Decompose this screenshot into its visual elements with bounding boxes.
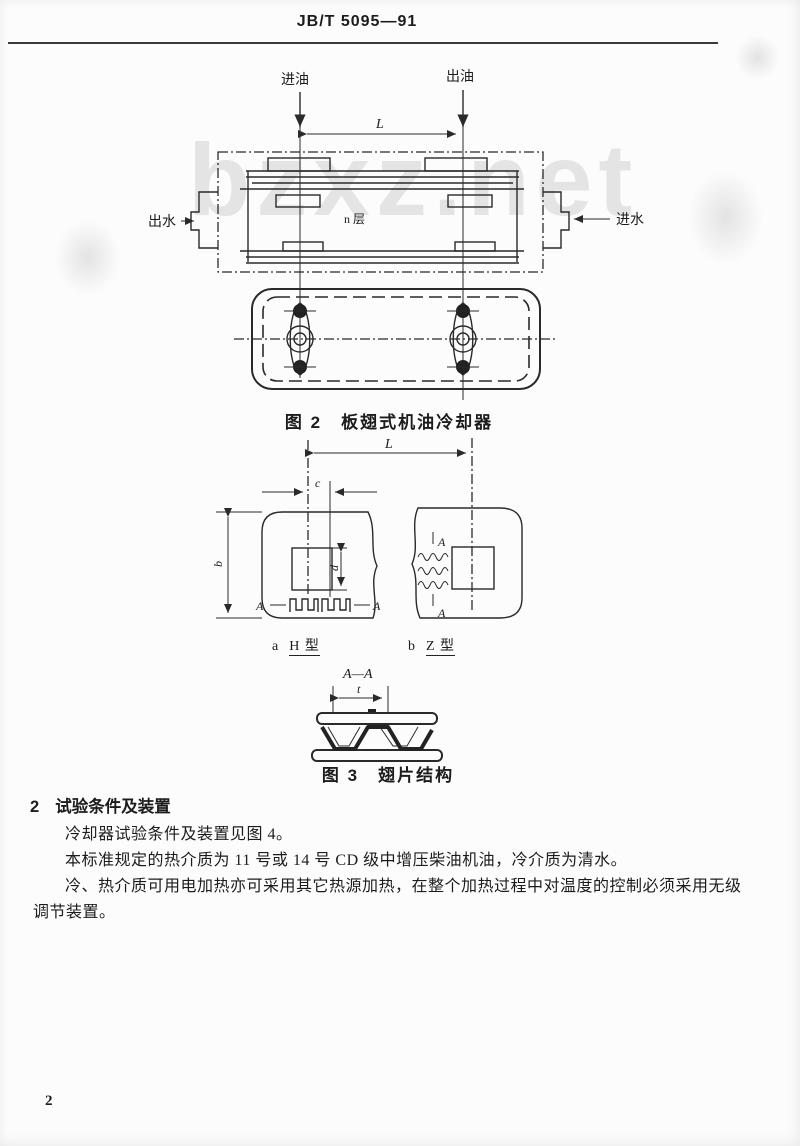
paragraph: 冷却器试验条件及装置见图 4。 bbox=[65, 826, 293, 843]
scan-smudge bbox=[735, 35, 780, 80]
flange-right bbox=[452, 302, 474, 376]
z-type-port-pad bbox=[451, 546, 495, 590]
h-type-port-pad bbox=[291, 547, 333, 591]
z-type-letter: b bbox=[408, 639, 416, 654]
port-hole bbox=[286, 325, 314, 353]
z-type-body bbox=[411, 507, 523, 619]
mount-foot bbox=[447, 194, 493, 208]
fig2-side-view: 进油 出油 L 出水 进水 n 层 bbox=[148, 69, 644, 400]
fin-wave bbox=[417, 567, 449, 575]
port-hole-inner bbox=[293, 332, 307, 346]
fin-symbol bbox=[321, 598, 351, 612]
water-inlet-port bbox=[543, 191, 570, 249]
section-number: 2 bbox=[30, 798, 40, 816]
section-mark-A: A bbox=[255, 599, 264, 613]
body-text: 冷却器试验条件及装置见图 4。 本标准规定的热介质为 11 号或 14 号 CD… bbox=[33, 822, 749, 926]
figure3-caption: 图 3 翅片结构 bbox=[321, 766, 455, 785]
paragraph: 本标准规定的热介质为 11 号或 14 号 CD 级中增压柴油机油，冷介质为清水… bbox=[65, 852, 628, 869]
bottom-plate bbox=[311, 749, 443, 762]
watermark-text: bzxz.net bbox=[188, 123, 639, 237]
port-hole-inner bbox=[456, 332, 470, 346]
mount-foot bbox=[454, 241, 496, 252]
water-inlet-label: 进水 bbox=[616, 212, 644, 228]
cooler-casing bbox=[217, 151, 544, 273]
dim-label-d: d bbox=[327, 564, 341, 571]
dim-label-L: L bbox=[384, 437, 393, 452]
section-AA-label: A—A bbox=[342, 667, 373, 682]
dim-label-c: c bbox=[315, 476, 321, 490]
dim-label-L: L bbox=[375, 117, 384, 132]
top-tab bbox=[424, 157, 488, 172]
h-type-body bbox=[261, 511, 378, 619]
water-outlet-port bbox=[190, 191, 218, 249]
fig2-top-view bbox=[234, 288, 557, 390]
section-mark-A: A bbox=[437, 535, 446, 549]
dim-label-b: b bbox=[211, 561, 225, 567]
h-type-name: H 型 bbox=[289, 639, 320, 656]
mount-foot bbox=[275, 194, 321, 208]
mount-foot bbox=[282, 241, 324, 252]
top-plate bbox=[316, 712, 438, 725]
section-mark-A: A bbox=[437, 606, 446, 620]
water-outlet-label: 出水 bbox=[148, 214, 176, 230]
fin-corrugation-inner bbox=[327, 726, 419, 747]
fin-wave bbox=[417, 553, 449, 561]
top-tab bbox=[267, 157, 331, 172]
page-number: 2 bbox=[45, 1093, 53, 1109]
standard-code: JB/T 5095—91 bbox=[296, 13, 418, 30]
figure2-caption: 图 2 板翅式机油冷却器 bbox=[284, 413, 494, 432]
oil-outlet-label: 出油 bbox=[446, 69, 474, 85]
dim-label-t: t bbox=[357, 682, 361, 696]
section-title: 试验条件及装置 bbox=[55, 798, 171, 816]
fig-dimensions: L c d b A A bbox=[211, 437, 523, 620]
paragraph: 冷、热介质可用电加热亦可采用其它热源加热，在整个加热过程中对温度的控制必须采用无… bbox=[33, 878, 742, 921]
header-rule bbox=[8, 42, 718, 44]
scan-smudge bbox=[55, 220, 120, 295]
fig3-fin-section: A—A t bbox=[311, 667, 443, 762]
section-heading: 2 试验条件及装置 bbox=[30, 793, 171, 817]
scan-smudge bbox=[688, 170, 763, 265]
h-type-letter: a bbox=[272, 639, 280, 654]
fin-symbol bbox=[289, 598, 319, 612]
layers-label: n 层 bbox=[344, 212, 365, 226]
port-hole bbox=[449, 325, 477, 353]
braze-notch bbox=[368, 709, 376, 714]
section-mark-A: A bbox=[372, 599, 381, 613]
z-type-name: Z 型 bbox=[426, 639, 456, 656]
flange-left bbox=[289, 302, 311, 376]
fin-corrugation bbox=[320, 725, 434, 751]
fin-wave bbox=[417, 581, 449, 589]
oil-inlet-label: 进油 bbox=[281, 72, 309, 88]
